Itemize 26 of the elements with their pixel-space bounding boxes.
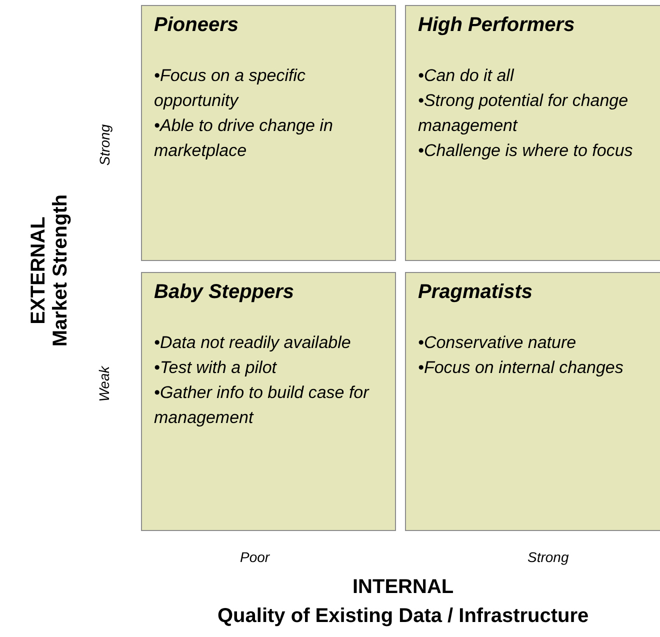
axis-title: EXTERNAL [27, 216, 50, 324]
bullet-text: •Able to drive change in marketplace [154, 115, 334, 162]
axis-tick-label: Strong [528, 549, 569, 565]
axis-tick-label: Poor [240, 549, 270, 565]
quadrant-box [141, 272, 396, 531]
bullet-text: •Conservative nature [418, 332, 578, 354]
bullet-text: •Can do it all [418, 65, 516, 87]
bullet-text: •Challenge is where to focus [418, 140, 634, 162]
quadrant-box [405, 272, 660, 531]
bullet-text: •Strong potential for change management [418, 90, 630, 137]
axis-subtitle: Quality of Existing Data / Infrastructure [218, 604, 589, 628]
quadrant-box [405, 5, 660, 261]
axis-tick-label: Weak [96, 366, 112, 402]
bullet-text: •Test with a pilot [154, 357, 278, 379]
bullet-text: •Gather info to build case for management [154, 382, 370, 429]
axis-tick-label: Strong [96, 124, 112, 166]
axis-subtitle: Market Strength [50, 194, 73, 346]
quadrant-box [141, 5, 396, 261]
quadrant-title: Pioneers [154, 14, 238, 37]
axis-title: INTERNAL [352, 576, 454, 598]
bullet-text: •Focus on a specific opportunity [154, 65, 306, 112]
quadrant-title: High Performers [418, 14, 575, 37]
bullet-text: •Data not readily available [154, 332, 352, 354]
quadrant-title: Baby Steppers [154, 281, 294, 304]
bullet-text: •Focus on internal changes [418, 357, 624, 379]
quadrant-title: Pragmatists [418, 281, 532, 304]
